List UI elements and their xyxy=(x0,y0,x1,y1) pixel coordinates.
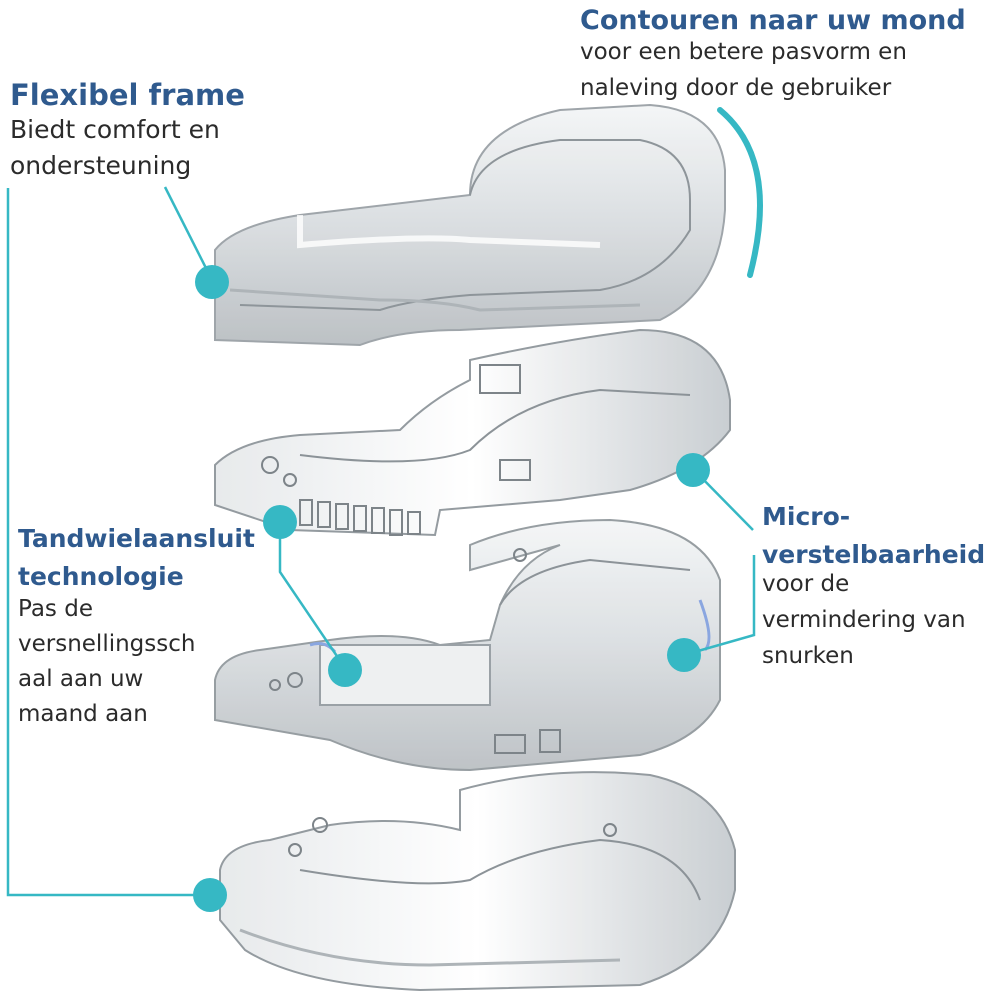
gear-marker-dot-upper xyxy=(263,505,297,539)
upper-gear-plate-layer xyxy=(214,328,731,537)
bottom-marker-dot xyxy=(193,878,227,912)
micro-heading: Micro- verstelbaarheid xyxy=(762,498,985,574)
top-tray-layer xyxy=(214,103,726,347)
gear-description-line: aal aan uw xyxy=(18,666,144,692)
frame-description-line: Biedt comfort en xyxy=(10,115,220,144)
contour-description-line: voor een betere pasvorm en xyxy=(580,39,907,65)
micro-heading-line: Micro- xyxy=(762,502,851,531)
contour-accent-arc xyxy=(717,107,763,278)
gear-heading-line: Tandwielaansluit xyxy=(18,524,255,553)
micro-description-line: snurken xyxy=(762,643,854,669)
gear-description-line: Pas de xyxy=(18,596,93,622)
micro-heading-line: verstelbaarheid xyxy=(762,540,986,569)
gear-marker-dot-lower xyxy=(328,653,362,687)
gear-heading: Tandwielaansluit technologie xyxy=(18,520,255,596)
frame-description-line: ondersteuning xyxy=(10,151,192,180)
micro-description-line: vermindering van xyxy=(762,607,966,633)
frame-marker-dot xyxy=(195,265,229,299)
contour-heading: Contouren naar uw mond xyxy=(580,5,966,36)
gear-description-line: versnellingssch xyxy=(18,631,196,657)
micro-description: voor de vermindering van snurken xyxy=(762,566,966,674)
lower-gear-plate-layer xyxy=(214,518,721,772)
frame-description: Biedt comfort en ondersteuning xyxy=(10,112,220,184)
contour-description: voor een betere pasvorm en naleving door… xyxy=(580,34,907,106)
frame-heading: Flexibel frame xyxy=(10,78,245,112)
gear-description-line: maand aan xyxy=(18,701,148,727)
micro-marker-dot-upper xyxy=(676,453,710,487)
micro-marker-dot-lower xyxy=(667,638,701,672)
gear-description: Pas de versnellingssch aal aan uw maand … xyxy=(18,592,195,732)
gear-heading-line: technologie xyxy=(18,562,184,591)
contour-description-line: naleving door de gebruiker xyxy=(580,75,892,101)
bottom-tray-layer xyxy=(219,771,736,992)
micro-description-line: voor de xyxy=(762,571,850,597)
leader-lines xyxy=(6,186,756,897)
